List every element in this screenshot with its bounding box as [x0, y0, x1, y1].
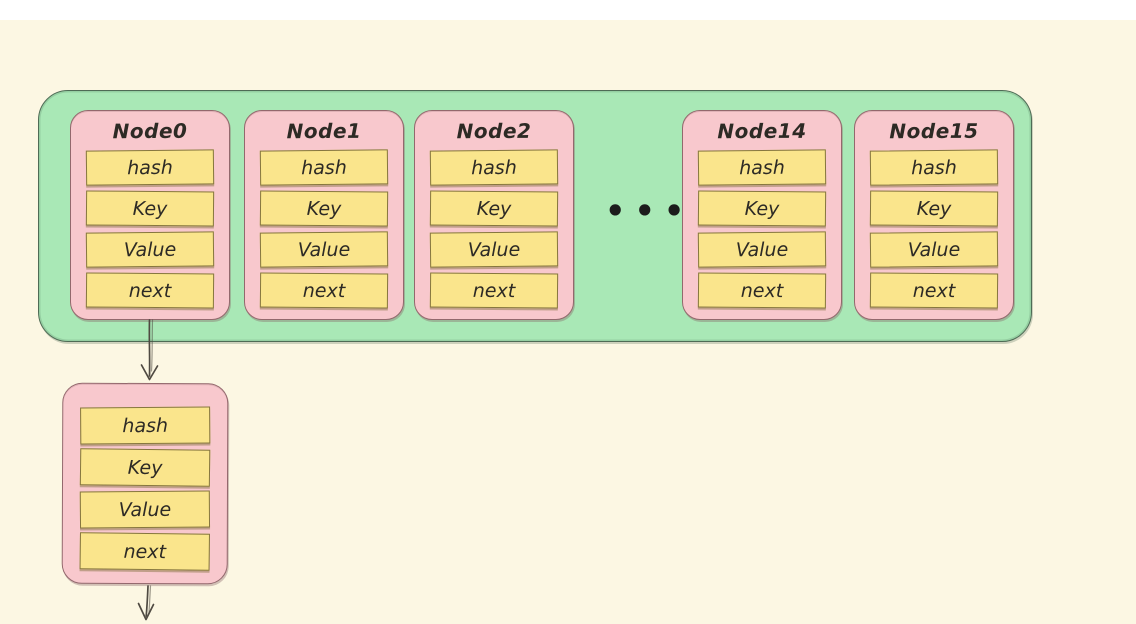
field-hash: hash: [429, 149, 559, 186]
node-title: Node14: [717, 118, 807, 143]
node-card-node15: Node15 hash Key Value next: [854, 110, 1014, 320]
node-card-node14: Node14 hash Key Value next: [682, 110, 842, 320]
field-value: Value: [79, 490, 211, 529]
node-fields: hash Key Value next: [85, 149, 215, 309]
node-card-chained: hash Key Value next: [61, 382, 229, 585]
field-next: next: [79, 532, 210, 571]
node-fields: hash Key Value next: [697, 149, 827, 309]
node-title: Node15: [889, 118, 979, 143]
field-key: Key: [697, 190, 827, 227]
field-value: Value: [697, 231, 827, 268]
node-card-node2: Node2 hash Key Value next: [414, 110, 574, 320]
field-hash: hash: [85, 149, 215, 186]
field-key: Key: [429, 190, 559, 227]
field-next: next: [869, 272, 999, 309]
field-key: Key: [869, 190, 999, 227]
node-card-node0: Node0 hash Key Value next: [70, 110, 230, 320]
field-next: next: [259, 272, 389, 309]
field-value: Value: [869, 231, 999, 268]
field-next: next: [429, 272, 559, 309]
field-key: Key: [79, 448, 211, 487]
ellipsis-dots: •••: [605, 192, 694, 230]
field-hash: hash: [80, 406, 211, 445]
field-hash: hash: [259, 149, 389, 186]
field-next: next: [85, 272, 215, 309]
field-key: Key: [85, 190, 215, 227]
node-title: Node2: [456, 118, 532, 143]
node-title: Node0: [112, 118, 188, 143]
node-fields: hash Key Value next: [429, 149, 559, 309]
field-key: Key: [259, 190, 389, 227]
field-value: Value: [259, 231, 389, 268]
node-fields: hash Key Value next: [259, 149, 389, 309]
field-value: Value: [85, 231, 215, 268]
field-hash: hash: [869, 149, 999, 186]
field-hash: hash: [697, 149, 827, 186]
field-next: next: [697, 272, 827, 309]
node-card-node1: Node1 hash Key Value next: [244, 110, 404, 320]
node-fields: hash Key Value next: [869, 149, 999, 309]
node-fields: hash Key Value next: [79, 406, 211, 571]
node-title: Node1: [286, 118, 362, 143]
field-value: Value: [429, 231, 559, 268]
